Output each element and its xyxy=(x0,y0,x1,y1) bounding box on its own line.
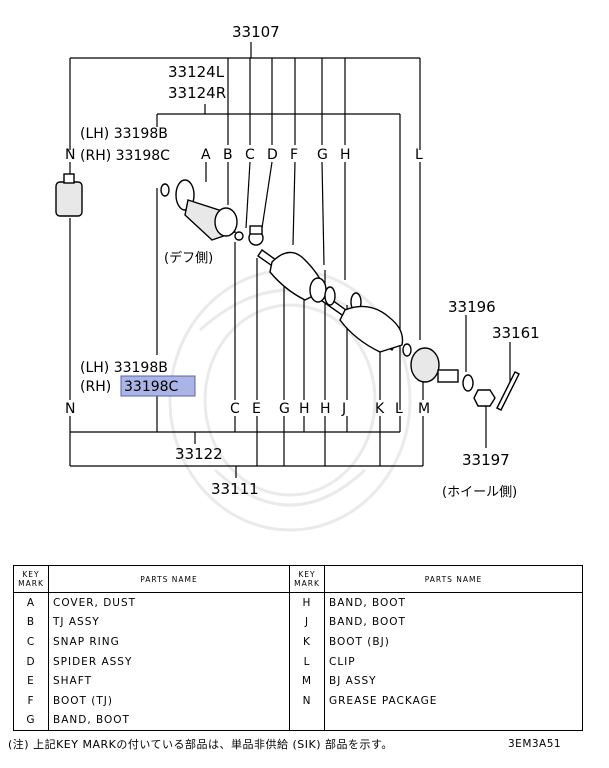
callout-33124r: 33124R xyxy=(168,84,226,102)
bottom-key-letters: N C E G H H J K L M xyxy=(65,401,430,417)
table-row: B TJ ASSY J BAND, BOOT xyxy=(13,612,583,633)
table-row: A COVER, DUST H BAND, BOOT xyxy=(13,592,583,613)
bottom-letter: G xyxy=(279,401,290,417)
callout-rh-bottom-prefix: (RH) xyxy=(80,379,111,395)
bottom-letter: M xyxy=(418,401,430,417)
callout-33196: 33196 xyxy=(448,298,496,316)
part-name: GREASE PACKAGE xyxy=(324,690,583,711)
table-row: G BAND, BOOT xyxy=(13,710,583,732)
bottom-letter: N xyxy=(65,401,75,417)
table-row: D SPIDER ASSY L CLIP xyxy=(13,651,583,672)
tj-boot-part xyxy=(269,251,327,303)
table-row: C SNAP RING K BOOT (BJ) xyxy=(13,632,583,652)
bottom-letter: H xyxy=(320,401,331,417)
spider-assy-part xyxy=(248,225,264,246)
top-letter: B xyxy=(223,147,233,163)
washer-part xyxy=(462,374,474,392)
part-name: SPIDER ASSY xyxy=(48,651,290,672)
callout-33124l: 33124L xyxy=(168,63,225,81)
diff-side-label: (デフ側) xyxy=(164,250,213,266)
key-mark: B xyxy=(13,612,49,633)
bj-boot-part xyxy=(339,305,404,353)
snap-ring-part xyxy=(234,231,244,241)
part-name: BAND, BOOT xyxy=(48,710,290,732)
diagram-code: 3EM3A51 xyxy=(508,738,562,750)
part-name: BAND, BOOT xyxy=(324,592,583,613)
top-letter: C xyxy=(245,147,255,163)
part-name xyxy=(324,710,583,732)
cotter-pin-part xyxy=(496,371,520,411)
top-letter: A xyxy=(201,147,211,163)
bottom-letter: L xyxy=(395,401,403,417)
nut-part xyxy=(473,389,496,407)
bottom-letter: K xyxy=(375,401,385,417)
key-mark: L xyxy=(289,651,325,672)
key-mark: J xyxy=(289,612,325,633)
top-letter: G xyxy=(317,147,328,163)
bottom-letter: E xyxy=(252,401,261,417)
part-name: COVER, DUST xyxy=(48,592,290,613)
parts-name-header: PARTS NAME xyxy=(324,565,583,593)
part-name: BAND, BOOT xyxy=(324,612,583,633)
table-row: F BOOT (TJ) N GREASE PACKAGE xyxy=(13,690,583,711)
parts-name-header: PARTS NAME xyxy=(48,565,290,593)
top-letter: D xyxy=(267,147,278,163)
key-mark-header: KEY MARK xyxy=(13,565,49,593)
part-name: SNAP RING xyxy=(48,632,290,652)
key-mark: A xyxy=(13,592,49,613)
callout-lh-bottom: (LH) 33198B xyxy=(80,360,168,376)
callout-33111: 33111 xyxy=(211,480,259,498)
parts-table: KEY MARK PARTS NAME KEY MARK PARTS NAME … xyxy=(13,565,583,732)
callout-33122: 33122 xyxy=(175,445,223,463)
key-mark: C xyxy=(13,632,49,652)
key-mark: N xyxy=(289,690,325,711)
key-mark: F xyxy=(13,690,49,711)
grease-package-part xyxy=(55,173,83,217)
callout-rh-top: (RH) 33198C xyxy=(80,148,170,164)
top-letter: N xyxy=(65,147,75,163)
key-mark-header: KEY MARK xyxy=(289,565,325,593)
part-name: TJ ASSY xyxy=(48,612,290,633)
key-mark: M xyxy=(289,671,325,691)
callout-33107: 33107 xyxy=(232,23,280,41)
top-letter: L xyxy=(415,147,423,163)
top-key-letters: N A B C D F G H L xyxy=(65,147,423,163)
part-name: BJ ASSY xyxy=(324,671,583,691)
callout-lh-top: (LH) 33198B xyxy=(80,126,168,142)
bottom-letter: J xyxy=(341,401,346,417)
exploded-parts-diagram: 33107 33124L 33124R (LH) 33198B (RH) 331… xyxy=(55,23,540,532)
part-name: BOOT (TJ) xyxy=(48,690,290,711)
tj-housing-part xyxy=(184,199,238,241)
key-mark: G xyxy=(13,710,49,732)
key-mark: D xyxy=(13,651,49,672)
part-name: CLIP xyxy=(324,651,583,672)
highlight-box xyxy=(120,375,196,397)
table-row: E SHAFT M BJ ASSY xyxy=(13,671,583,691)
key-mark: K xyxy=(289,632,325,652)
callout-33197: 33197 xyxy=(462,451,510,469)
part-name: BOOT (BJ) xyxy=(324,632,583,652)
clip-part xyxy=(402,343,412,357)
callout-33161: 33161 xyxy=(492,324,540,342)
top-letter: H xyxy=(340,147,351,163)
callout-rh-bottom-highlight[interactable]: 33198C xyxy=(124,379,179,395)
key-mark: H xyxy=(289,592,325,613)
key-mark xyxy=(289,710,325,732)
key-mark: E xyxy=(13,671,49,691)
top-letter: F xyxy=(290,147,298,163)
wheel-side-label: (ホイール側) xyxy=(442,485,517,500)
footnote: (注) 上記KEY MARKの付いている部品は、単品非供給 (SIK) 部品を示… xyxy=(8,738,393,751)
callout-lines xyxy=(69,42,511,478)
bottom-letter: C xyxy=(230,401,240,417)
bottom-letter: H xyxy=(299,401,310,417)
part-name: SHAFT xyxy=(48,671,290,691)
bj-assy-part xyxy=(410,347,459,383)
